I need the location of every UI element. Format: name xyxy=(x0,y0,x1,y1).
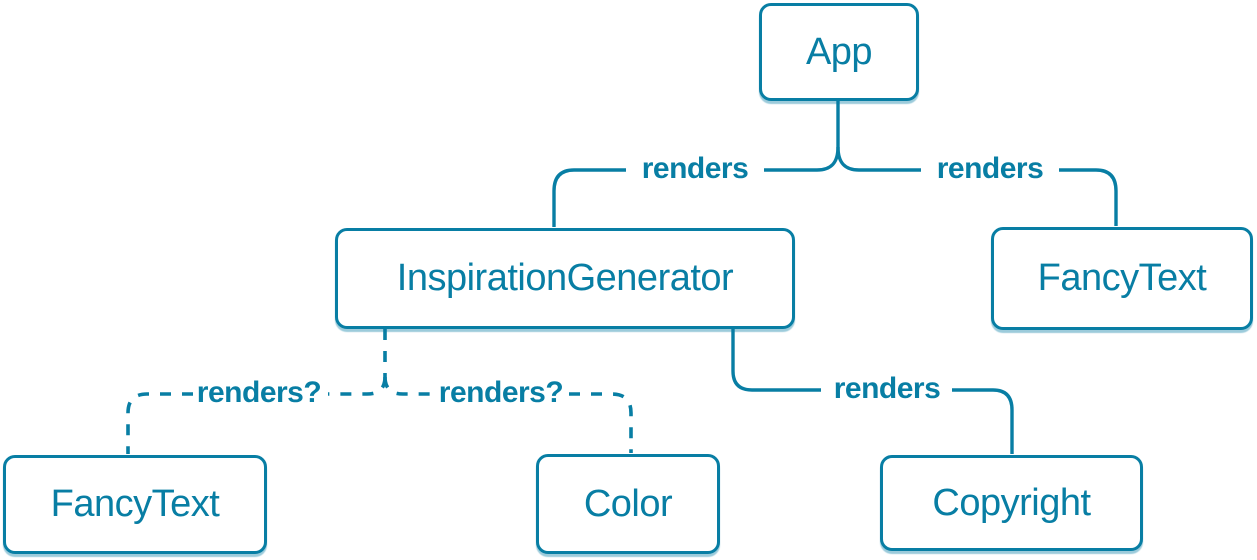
edge-app-to-inspirationgenerator-right xyxy=(552,168,626,227)
edge-label-app-inspirationgenerator: renders xyxy=(641,152,749,185)
node-color: Color xyxy=(536,454,720,554)
edge-ig-to-color-dashed-left xyxy=(383,376,434,396)
edge-label-ig-copyright: renders xyxy=(833,372,941,405)
node-inspiration-generator: InspirationGenerator xyxy=(335,228,795,329)
edge-ig-to-fancytext-dashed-left xyxy=(328,376,387,396)
edge-ig-to-copyright-right xyxy=(952,388,1014,454)
edge-ig-to-fancytext-dashed-right xyxy=(126,392,193,454)
node-fancy-text-bottom: FancyText xyxy=(3,455,267,554)
node-copyright: Copyright xyxy=(880,455,1143,551)
edge-ig-to-color-dashed-right xyxy=(569,392,633,453)
node-fancy-text-top: FancyText xyxy=(991,227,1253,330)
edge-app-to-inspirationgenerator-left xyxy=(764,146,840,172)
edge-app-to-fancytext-right xyxy=(1059,168,1118,226)
edge-app-to-fancytext-left xyxy=(836,146,921,172)
node-app: App xyxy=(759,3,919,101)
edge-label-app-fancytext: renders xyxy=(936,152,1044,185)
edge-label-ig-color: renders? xyxy=(438,376,564,409)
edge-ig-to-copyright-left xyxy=(731,329,821,392)
edge-label-ig-fancytext: renders? xyxy=(196,376,322,409)
